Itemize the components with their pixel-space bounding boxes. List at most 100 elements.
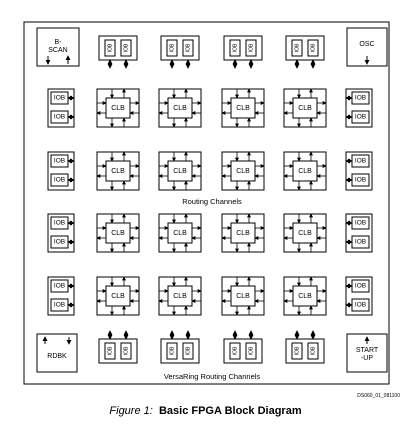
iob-bottom-c4-label: IOB [310,346,316,355]
rdbk-label: RDBK [47,353,67,360]
clb-r4c3-label: CLB [236,293,250,300]
iob-bottom-c3-cell [245,342,257,360]
iob-bottom-c4-cell [307,342,319,360]
clb-r4c4: CLB [283,276,327,316]
osc-label: OSC [359,41,374,48]
iob-top-c4-cell [291,39,303,57]
iob-right-r1-label: IOB [355,95,366,102]
iob-bottom-c3-cell [229,342,241,360]
clb-r3c2-label: CLB [173,230,187,237]
routing-channels-label: Routing Channels [182,197,242,206]
iob-left-r1-label: IOB [54,95,65,102]
clb-r2c1-label: CLB [111,168,125,175]
clb-r4c1-core [105,285,131,307]
iob-top-c3-cell [229,39,241,57]
clb-r4c2: CLB [158,276,202,316]
iob-left-r3-label: IOB [54,220,65,227]
clb-r2c3-core [230,160,256,182]
versaring-label: VersaRing Routing Channels [164,372,261,381]
iob-left-r2-label: IOB [54,177,65,184]
iob-right-r4-label: IOB [355,302,366,309]
iob-bottom-c4-label: IOB [294,346,300,355]
clb-r3c4-label: CLB [298,230,312,237]
clb-r4c3-core [230,285,256,307]
iob-top-c3-label: IOB [248,43,254,52]
startup-label-line: START [356,347,379,354]
iob-top-c3-label: IOB [232,43,238,52]
iob-bottom-c1-label: IOB [123,346,129,355]
iob-right-r1-label: IOB [355,114,366,121]
iob-top-c1-label: IOB [123,43,129,52]
iob-top-c2-cell [182,39,194,57]
iob-right-r4-label: IOB [355,283,366,290]
clb-r2c2-label: CLB [173,168,187,175]
clb-r1c4-label: CLB [298,105,312,112]
clb-r2c1: CLB [96,151,140,191]
iob-bottom-c1-cell [104,342,116,360]
outer-border [23,21,390,385]
clb-r3c4: CLB [283,213,327,253]
iob-top-c2-cell [166,39,178,57]
iob-bottom-c3-label: IOB [248,346,254,355]
iob-right-r2-label: IOB [355,177,366,184]
clb-r1c2-label: CLB [173,105,187,112]
figure-title: Basic FPGA Block Diagram [158,405,302,417]
iob-right-r2-label: IOB [355,158,366,165]
clb-r1c3-label: CLB [236,105,250,112]
bscan-block [36,27,80,67]
iob-top-c1-label: IOB [107,43,113,52]
bscan-label-line: B- [55,39,63,46]
clb-r4c1: CLB [96,276,140,316]
iob-left-r2-label: IOB [54,158,65,165]
iob-top-c4-label: IOB [310,43,316,52]
clb-r1c4-outer [283,88,327,128]
iob-top-c1-cell [120,39,132,57]
clb-r1c1: CLB [96,88,140,128]
clb-r3c1-core [105,222,131,244]
startup-label-line: -UP [361,355,373,362]
iob-top-c1-cell [104,39,116,57]
clb-r2c2-core [167,160,193,182]
clb-r2c4-label: CLB [298,168,312,175]
clb-r1c3: CLB [221,88,265,128]
figure-number: Figure 1: [109,405,153,417]
iob-bottom-c4-cell [291,342,303,360]
bscan-label-line: SCAN [48,47,67,54]
clb-r2c3: CLB [221,151,265,191]
iob-right-r3-label: IOB [355,220,366,227]
clb-r1c3-core [230,97,256,119]
clb-r2c4-core [292,160,318,182]
clb-r4c3: CLB [221,276,265,316]
iob-bottom-c1-label: IOB [107,346,113,355]
clb-r3c2-core [167,222,193,244]
iob-bottom-c3-label: IOB [232,346,238,355]
clb-r1c2: CLB [158,88,202,128]
clb-r2c2: CLB [158,151,202,191]
figure-caption: Figure 1: Basic FPGA Block Diagram [0,405,411,417]
clb-r1c1-label: CLB [111,105,125,112]
clb-r1c1-outer [96,88,140,128]
clb-r3c3-label: CLB [236,230,250,237]
iob-top-c4-label: IOB [294,43,300,52]
clb-r4c1-label: CLB [111,293,125,300]
clb-r1c1-core [105,97,131,119]
doc-code: DS060_01_081100 [357,393,400,399]
clb-r4c2-label: CLB [173,293,187,300]
clb-r3c1: CLB [96,213,140,253]
iob-left-r3-label: IOB [54,239,65,246]
startup-label: START-UP [356,347,379,362]
clb-r3c1-label: CLB [111,230,125,237]
clb-r3c3: CLB [221,213,265,253]
clb-r2c3-label: CLB [236,168,250,175]
clb-r4c4-core [292,285,318,307]
bscan-label: B-SCAN [48,39,67,54]
clb-r2c4: CLB [283,151,327,191]
iob-bottom-c1-cell [120,342,132,360]
iob-top-c4-cell [307,39,319,57]
iob-top-c2-label: IOB [169,43,175,52]
clb-r3c2: CLB [158,213,202,253]
clb-r3c3-core [230,222,256,244]
iob-bottom-c2-label: IOB [169,346,175,355]
iob-left-r1-label: IOB [54,114,65,121]
